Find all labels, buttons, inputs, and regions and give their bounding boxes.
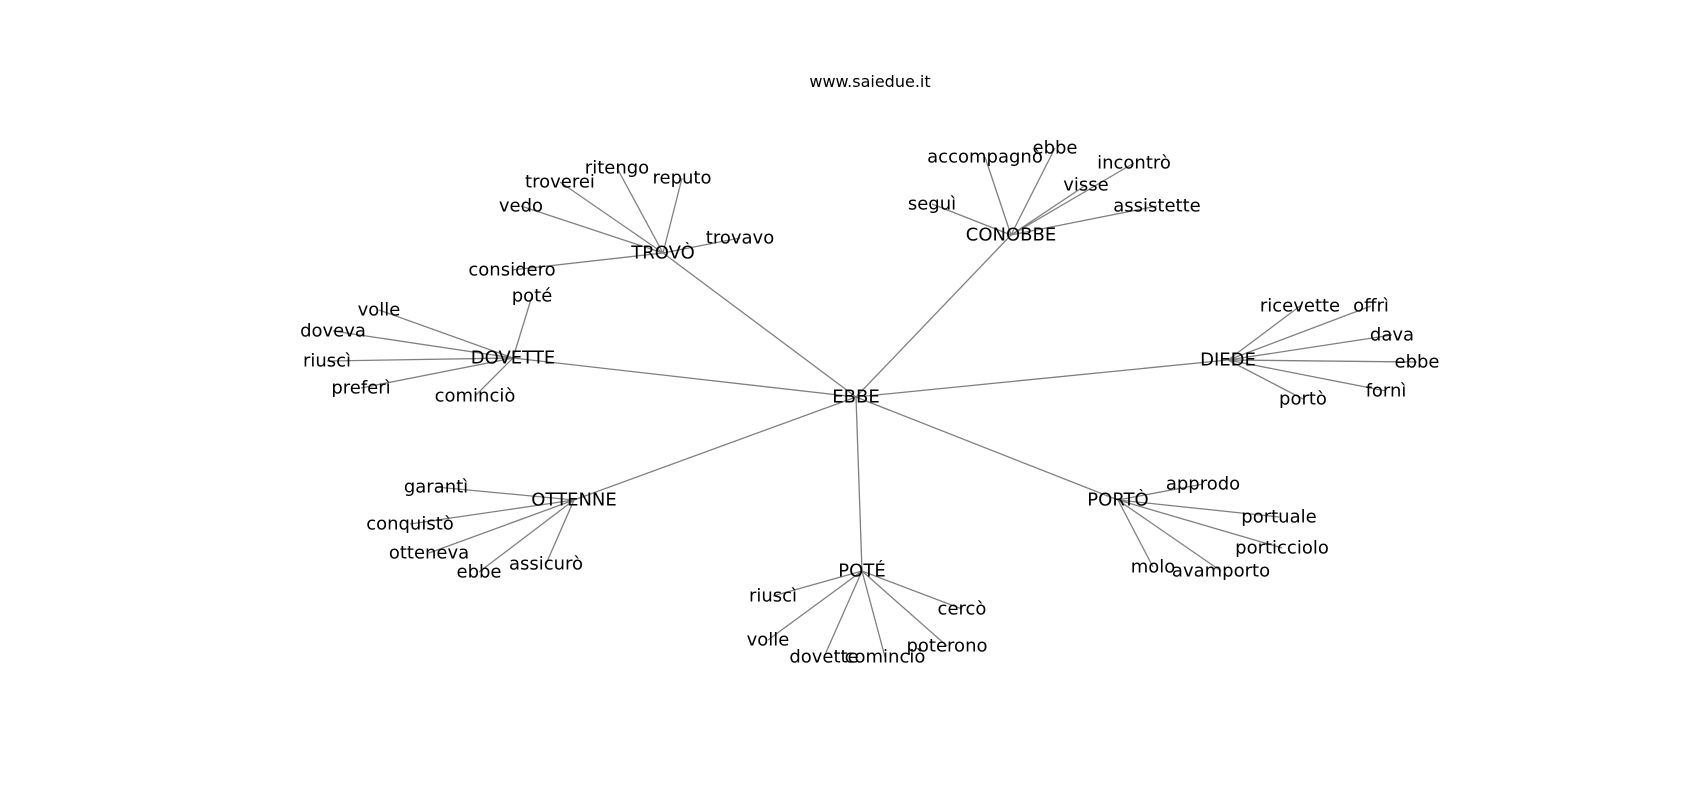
leaf-node-label: ebbe: [1033, 138, 1078, 159]
leaf-node-label: visse: [1063, 175, 1108, 196]
leaf-node-label: portò: [1279, 389, 1327, 410]
leaf-node-label: dovette: [789, 647, 858, 668]
leaf-node-label: riuscì: [749, 586, 797, 607]
leaf-node-label: portuale: [1241, 507, 1316, 528]
edge-branch-to-leaf: [861, 570, 963, 610]
edge-branch-to-leaf: [378, 309, 514, 359]
leaf-node-label: conquistò: [366, 514, 454, 535]
edge-center-to-branch: [512, 357, 857, 398]
edge-branch-to-leaf: [1117, 483, 1204, 501]
edge-branch-to-leaf: [931, 203, 1012, 236]
leaf-node-label: trovavo: [706, 228, 774, 249]
edge-branch-to-leaf: [360, 357, 514, 389]
edge-branch-to-leaf: [520, 205, 664, 254]
leaf-node-label: fornì: [1366, 381, 1407, 402]
leaf-node-label: cominciò: [845, 647, 926, 668]
edge-branch-to-leaf: [861, 570, 948, 647]
edge-branch-to-leaf: [478, 499, 575, 573]
leaf-node-label: garantì: [404, 477, 468, 498]
edge-branch-to-leaf: [1010, 205, 1158, 236]
edge-branch-to-leaf: [1010, 184, 1087, 236]
leaf-node-label: otteneva: [389, 543, 469, 564]
edge-branch-to-leaf: [1117, 499, 1222, 572]
edge-branch-to-leaf: [326, 357, 514, 362]
edge-branch-to-leaf: [1117, 499, 1283, 549]
edge-center-to-branch: [855, 234, 1012, 398]
leaf-node-label: approdo: [1166, 474, 1240, 495]
leaf-node-label: poterono: [906, 636, 987, 657]
leaf-node-label: ebbe: [457, 562, 502, 583]
edge-branch-to-leaf: [662, 177, 683, 254]
leaf-node-label: doveva: [300, 321, 366, 342]
edge-center-to-branch: [573, 396, 857, 501]
edge-branch-to-leaf: [545, 499, 575, 565]
branch-node-label: CONOBBE: [966, 225, 1056, 246]
branch-node-label: DIEDE: [1200, 350, 1256, 371]
leaf-node-label: incontrò: [1097, 153, 1171, 174]
leaf-node-label: cercò: [938, 599, 987, 620]
leaf-node-label: assistette: [1113, 196, 1201, 217]
leaf-node-label: ritengo: [585, 158, 649, 179]
edge-branch-to-leaf: [512, 295, 533, 359]
leaf-node-label: ebbe: [1395, 352, 1440, 373]
site-label: www.saiedue.it: [809, 72, 930, 91]
leaf-node-label: offrì: [1353, 296, 1389, 317]
edge-branch-to-leaf: [1010, 147, 1056, 236]
edge-branch-to-leaf: [1117, 499, 1154, 568]
edge-branch-to-leaf: [772, 570, 863, 597]
leaf-node-label: preferì: [331, 378, 390, 399]
edge-branch-to-leaf: [662, 237, 741, 254]
leaf-node-label: avamporto: [1172, 561, 1270, 582]
branch-node-label: OTTENNE: [531, 490, 617, 511]
edge-branch-to-leaf: [474, 357, 514, 397]
edge-branch-to-leaf: [1227, 334, 1393, 361]
edge-center-to-branch: [855, 396, 863, 572]
edge-branch-to-leaf: [409, 499, 575, 525]
edge-center-to-branch: [662, 252, 857, 398]
branch-node-label: TROVÒ: [630, 242, 695, 264]
edge-branch-to-leaf: [1117, 499, 1280, 518]
edge-branch-to-leaf: [511, 252, 664, 271]
leaf-node-label: accompagnò: [927, 147, 1043, 168]
leaf-node-label: volle: [358, 300, 401, 321]
leaf-node-label: porticciolo: [1235, 538, 1329, 559]
leaf-node-label: assicurò: [509, 554, 583, 575]
edge-center-to-branch: [855, 396, 1119, 501]
edge-branch-to-leaf: [1227, 359, 1304, 400]
branch-node-label: DOVETTE: [471, 348, 555, 369]
leaf-node-label: considero: [468, 260, 555, 281]
edge-branch-to-leaf: [1227, 359, 1418, 363]
edge-branch-to-leaf: [823, 570, 863, 658]
center-node-label: EBBE: [832, 387, 879, 408]
leaf-node-label: poté: [512, 286, 553, 307]
edge-branch-to-leaf: [435, 486, 575, 501]
graph-edges: [326, 147, 1418, 658]
leaf-node-label: dava: [1370, 325, 1414, 346]
edge-branch-to-leaf: [428, 499, 575, 554]
leaf-node-label: volle: [747, 630, 790, 651]
edge-branch-to-leaf: [767, 570, 863, 641]
leaf-node-label: vedo: [499, 196, 543, 217]
leaf-node-label: cominciò: [435, 386, 516, 407]
branch-node-label: POTÉ: [838, 560, 885, 582]
leaf-node-label: seguì: [908, 194, 956, 215]
branch-node-label: PORTÒ: [1087, 489, 1148, 511]
edge-branch-to-leaf: [1227, 305, 1301, 361]
leaf-node-label: riuscì: [303, 351, 351, 372]
edge-branch-to-leaf: [861, 570, 886, 658]
edge-branch-to-leaf: [984, 156, 1012, 236]
edge-branch-to-leaf: [616, 167, 664, 254]
leaf-node-label: reputo: [653, 168, 712, 189]
edge-branch-to-leaf: [1227, 359, 1387, 392]
leaf-node-label: troverei: [525, 172, 595, 193]
edge-center-to-branch: [855, 359, 1229, 398]
edge-branch-to-leaf: [1227, 305, 1372, 361]
leaf-node-label: ricevette: [1260, 296, 1340, 317]
edge-branch-to-leaf: [1010, 162, 1135, 236]
edge-branch-to-leaf: [559, 181, 664, 254]
edge-branch-to-leaf: [332, 330, 514, 359]
leaf-node-label: molo: [1131, 557, 1176, 578]
